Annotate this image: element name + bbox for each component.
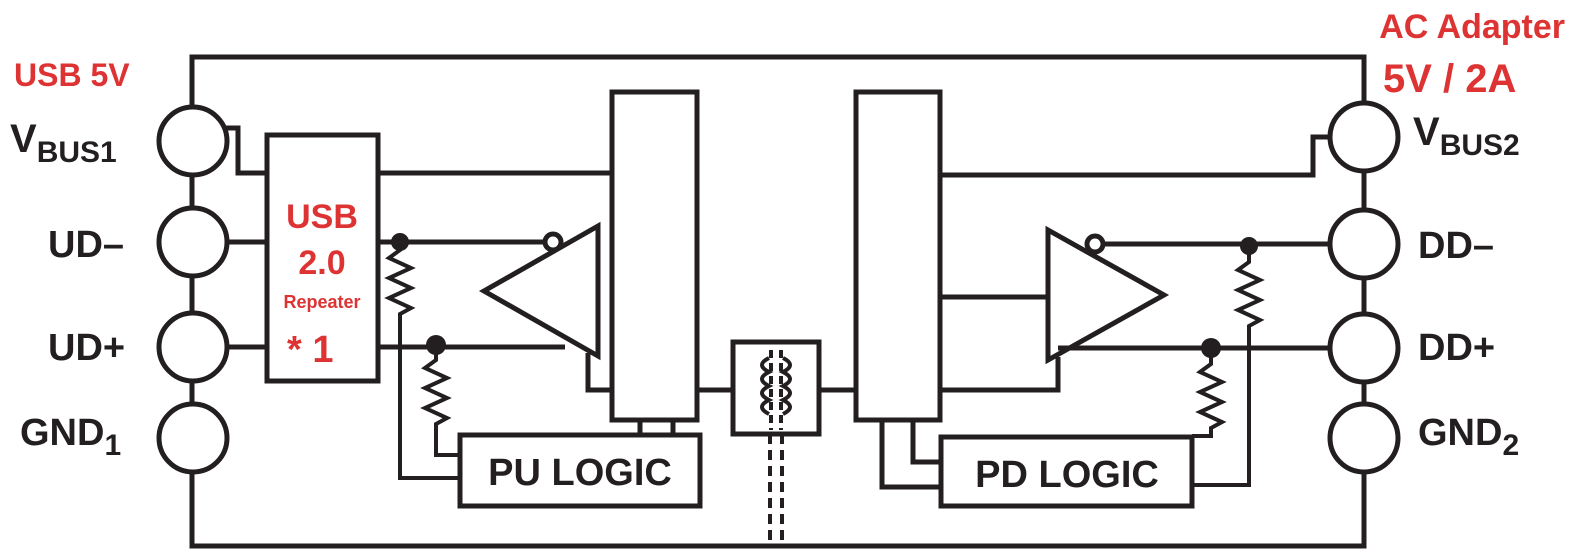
inverter-bubble-icon xyxy=(1084,233,1106,255)
transformer-core xyxy=(769,350,783,430)
ac-adapter-rating: 5V / 2A xyxy=(1383,57,1516,101)
pd-logic-label: PD LOGIC xyxy=(975,454,1159,496)
resistor-icon xyxy=(384,242,460,480)
buffer-bottom-wire xyxy=(940,357,1061,393)
resistor-icon xyxy=(1192,348,1227,438)
junction-dot xyxy=(426,335,446,355)
ac-adapter-title: AC Adapter xyxy=(1379,8,1565,46)
usb-source-annotation: USB 5V xyxy=(14,57,130,93)
junction-dot xyxy=(391,233,409,251)
repeater-line3: Repeater xyxy=(283,292,360,312)
buffer-triangle-icon xyxy=(1045,225,1170,365)
gnd2-label: GND2 xyxy=(1418,412,1519,462)
transformer-coil-right xyxy=(778,356,792,416)
isolation-barrier xyxy=(768,434,784,546)
ud-minus-label: UD– xyxy=(48,224,124,266)
usb-repeater-box xyxy=(264,132,381,384)
resistor-icon xyxy=(1192,244,1265,487)
transformer-coil-left xyxy=(760,356,774,416)
gnd1-label: GND1 xyxy=(20,412,121,462)
repeater-line2: 2.0 xyxy=(298,244,345,282)
left-isolation-column xyxy=(609,89,700,423)
pin-circle-icon xyxy=(156,310,230,384)
footnote-mark: * 1 xyxy=(287,329,333,371)
buffer-output-wire xyxy=(585,353,612,393)
pin-circle-icon xyxy=(156,104,230,178)
transformer-icon xyxy=(730,339,822,437)
repeater-line1: USB xyxy=(286,198,358,236)
pin-circle-icon xyxy=(1327,311,1401,385)
vbus2-label: VBUS2 xyxy=(1413,110,1520,162)
pin-circle-icon xyxy=(1327,100,1401,174)
inverter-bubble-icon xyxy=(542,231,564,253)
dd-plus-label: DD+ xyxy=(1418,327,1495,369)
resistor-icon xyxy=(420,347,460,457)
pin-circle-icon xyxy=(1327,401,1401,475)
chip-outline xyxy=(189,54,1367,549)
vbus2-wire xyxy=(940,134,1334,178)
column-to-pd-wires xyxy=(879,420,941,490)
junction-dot xyxy=(1240,237,1258,255)
dd-minus-label: DD– xyxy=(1418,225,1494,267)
pu-logic-label: PU LOGIC xyxy=(488,452,672,494)
pin-circle-icon xyxy=(156,205,230,279)
junction-dot xyxy=(1201,338,1221,358)
vbus1-wire xyxy=(218,125,612,176)
vbus1-label: VBUS1 xyxy=(10,117,117,169)
right-isolation-column xyxy=(853,89,943,423)
buffer-triangle-icon xyxy=(478,221,601,361)
pu-logic-block xyxy=(457,432,703,509)
pin-circle-icon xyxy=(156,401,230,475)
pd-logic-block xyxy=(938,434,1195,509)
pin-circle-icon xyxy=(1327,207,1401,281)
ud-plus-label: UD+ xyxy=(48,327,125,369)
